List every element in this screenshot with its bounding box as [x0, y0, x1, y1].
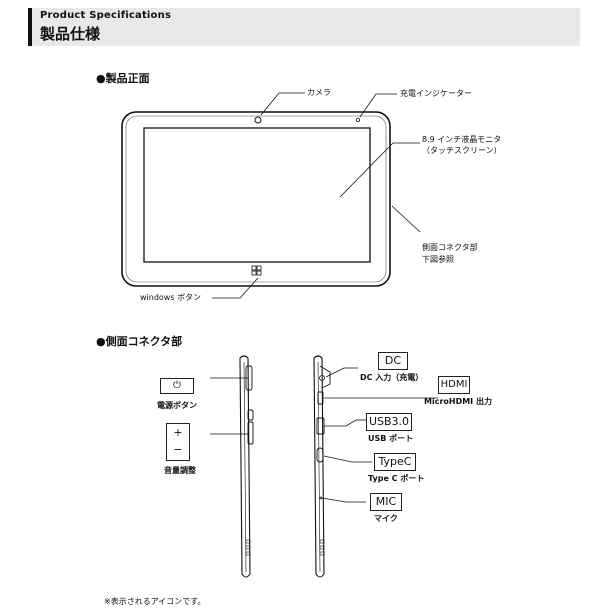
side-connector-label-line2: 下図参照 [422, 255, 454, 264]
volume-icon-box: + − [166, 423, 190, 461]
typec-port-label: Type C ポート [368, 474, 425, 483]
hdmi-icon-box: HDMI [438, 376, 470, 394]
footnote: ※表示されるアイコンです。 [104, 597, 206, 606]
side-section-title: ●側面コネクタ部 [96, 335, 183, 348]
windows-button-label: windows ボタン [140, 293, 202, 302]
usb-port-label: USB ポート [368, 434, 414, 443]
volume-up-icon: + [173, 426, 183, 439]
tablet-right-side-illustration [313, 355, 331, 578]
dc-input-label: DC 入力（充電） [360, 373, 424, 382]
tablet-left-side-illustration [239, 355, 254, 578]
camera-label: カメラ [307, 88, 331, 97]
dc-icon-box: DC [378, 352, 408, 370]
page-title: 製品仕様 [40, 25, 101, 43]
microhdmi-label: MicroHDMI 出力 [424, 397, 492, 406]
mic-label: マイク [374, 514, 398, 523]
mic-icon-box: MIC [370, 493, 402, 511]
volume-label: 音量調整 [164, 466, 196, 475]
typec-icon-box: TypeC [374, 453, 416, 471]
screen-label-line2: （タッチスクリーン） [422, 146, 502, 155]
header-band [28, 8, 580, 46]
usb3-icon-box: USB3.0 [366, 413, 412, 431]
camera-icon [254, 116, 262, 124]
charge-indicator-label: 充電インジケーター [400, 89, 472, 98]
volume-down-icon: − [173, 443, 183, 456]
indicator-led-icon [355, 118, 360, 123]
tablet-front-illustration [121, 111, 391, 287]
front-section-title: ●製品正面 [96, 72, 150, 85]
windows-icon [251, 265, 262, 276]
header-accent-bar [28, 8, 32, 46]
screen-label-line1: 8.9 インチ液晶モニタ [422, 135, 502, 144]
power-icon-box: ⏻ [160, 378, 194, 394]
side-connector-label-line1: 側面コネクタ部 [422, 243, 478, 252]
power-icon: ⏻ [173, 380, 181, 391]
power-button-label: 電源ボタン [157, 401, 197, 410]
header-subtitle-en: Product Specifications [40, 10, 172, 21]
